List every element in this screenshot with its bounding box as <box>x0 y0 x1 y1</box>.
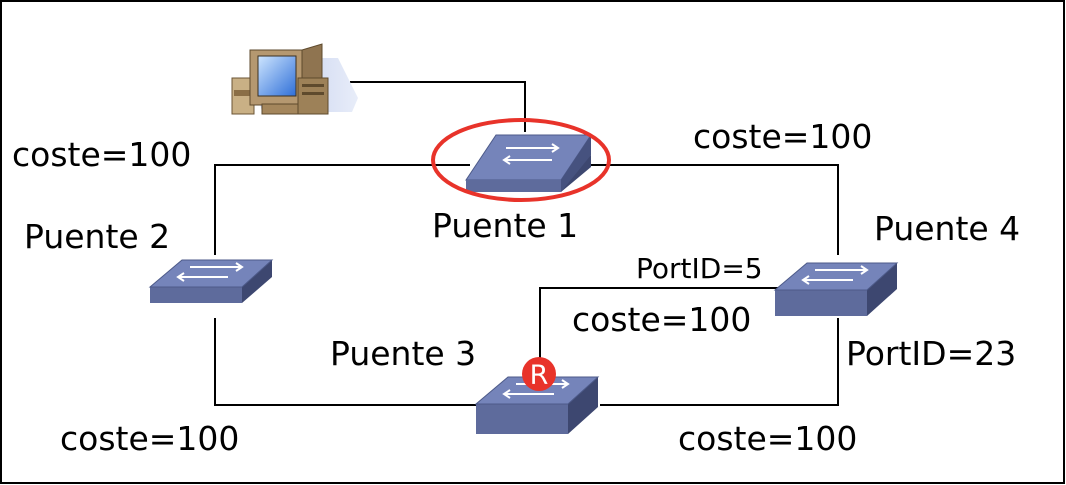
link-bridge2-bridge3 <box>214 318 478 406</box>
bridge2-switch-icon <box>148 259 274 303</box>
link-bridge3-bridge4-upper <box>539 287 778 375</box>
bridge3-root-marker: R <box>522 357 556 391</box>
bridge1-switch-icon <box>465 134 592 192</box>
cost-label-bridge3-bridge4-upper: coste=100 <box>572 300 751 339</box>
root-marker-letter: R <box>530 360 549 391</box>
cost-label-bridge3-bridge4-lower: coste=100 <box>678 419 857 458</box>
bridge2-label: Puente 2 <box>24 217 170 256</box>
link-bridge3-bridge4-lower <box>600 318 839 406</box>
cost-label-bridge1-bridge2: coste=100 <box>12 135 191 174</box>
bridge4-switch-icon <box>773 262 899 316</box>
bridge1-highlight-ring <box>431 118 611 202</box>
link-host-bridge1 <box>350 81 526 132</box>
bridge1-label: Puente 1 <box>432 206 578 245</box>
bridge3-label: Puente 3 <box>330 334 476 373</box>
desktop-computer-icon <box>231 43 358 115</box>
port-label-bridge4-lower: PortID=23 <box>846 334 1016 373</box>
bridge4-label: Puente 4 <box>874 209 1020 248</box>
link-bridge1-bridge4 <box>580 164 839 255</box>
cost-label-bridge1-bridge4: coste=100 <box>693 117 872 156</box>
bridge3-switch-icon <box>474 376 600 434</box>
cost-label-bridge2-bridge3: coste=100 <box>60 419 239 458</box>
links <box>214 81 839 406</box>
link-bridge1-bridge2 <box>214 164 470 255</box>
port-label-bridge4-upper: PortID=5 <box>636 252 763 285</box>
